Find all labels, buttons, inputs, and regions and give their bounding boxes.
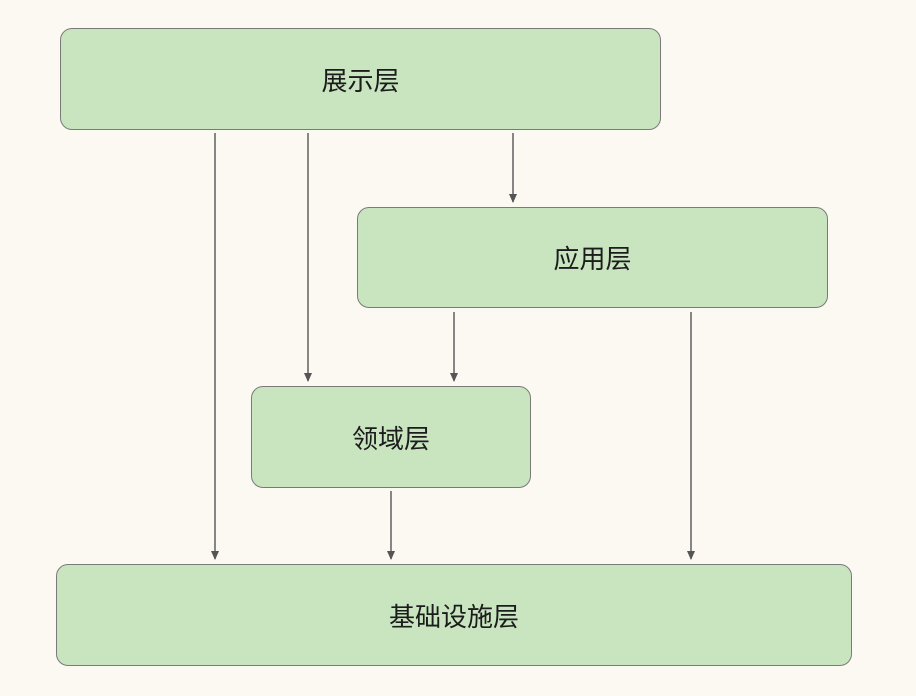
domain-layer-box: 领域层 (251, 386, 531, 488)
application-layer-box: 应用层 (357, 207, 828, 308)
infrastructure-layer-box: 基础设施层 (56, 564, 852, 666)
domain-layer-label: 领域层 (351, 424, 430, 455)
presentation-layer-box: 展示层 (60, 28, 661, 130)
infrastructure-layer-label: 基础设施层 (388, 602, 519, 633)
presentation-layer-label: 展示层 (321, 66, 400, 97)
application-layer-label: 应用层 (553, 245, 632, 275)
